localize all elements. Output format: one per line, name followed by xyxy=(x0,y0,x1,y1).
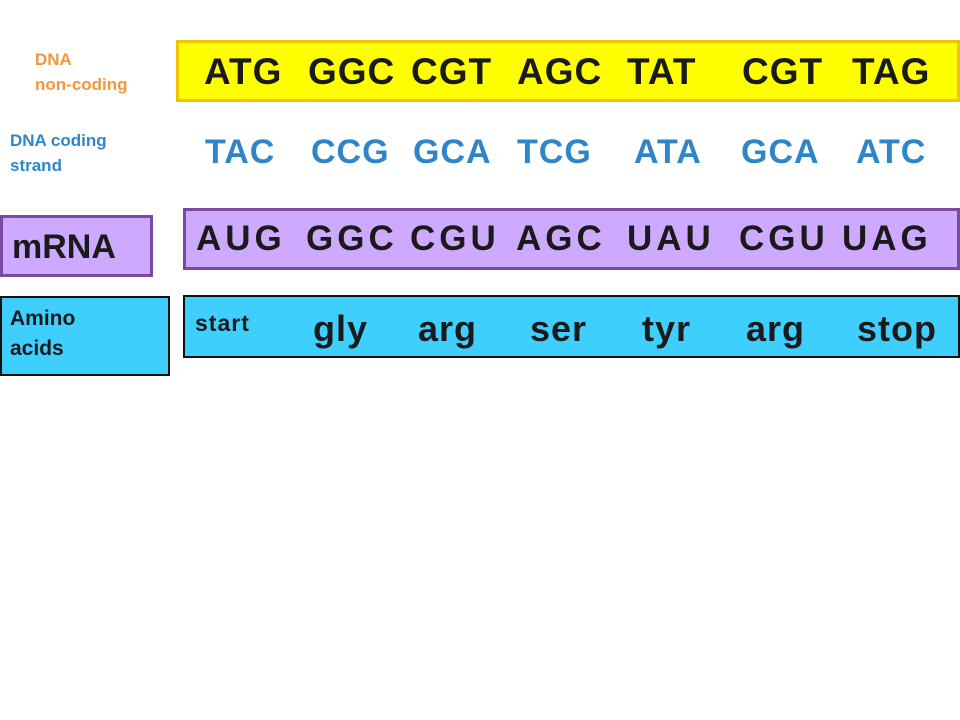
dna-noncoding-codon: TAT xyxy=(627,51,697,92)
amino-acids-label-line2: acids xyxy=(10,337,64,360)
dna-noncoding-label-line2: non-coding xyxy=(35,75,128,94)
amino-acid-start: start xyxy=(195,310,250,336)
dna-coding-label: DNA coding strand xyxy=(10,128,107,178)
dna-coding-codon: TCG xyxy=(517,133,592,171)
amino-acid: arg xyxy=(746,308,806,349)
dna-noncoding-codon: TAG xyxy=(852,51,931,92)
mrna-label-box xyxy=(0,215,153,277)
amino-acids-label-line1: Amino xyxy=(10,307,76,330)
dna-coding-label-line2: strand xyxy=(10,156,62,175)
amino-acid: gly xyxy=(313,308,369,349)
amino-acid: stop xyxy=(857,308,937,349)
dna-noncoding-codon: AGC xyxy=(517,51,603,92)
dna-noncoding-codon: CGT xyxy=(742,51,824,92)
dna-noncoding-codon: ATG xyxy=(204,51,283,92)
dna-coding-codon: TAC xyxy=(205,133,276,171)
dna-noncoding-strip xyxy=(176,40,960,102)
dna-noncoding-codon: CGT xyxy=(411,51,493,92)
amino-acid: tyr xyxy=(642,308,692,349)
amino-acids-strip xyxy=(183,295,960,358)
dna-coding-label-line1: DNA coding xyxy=(10,131,107,150)
dna-noncoding-label: DNA non-coding xyxy=(35,47,128,97)
amino-acids-label-box xyxy=(0,296,170,376)
mrna-codon: AGC xyxy=(516,219,606,258)
mrna-strip xyxy=(183,208,960,270)
dna-coding-codon: ATA xyxy=(634,133,702,171)
amino-acid: arg xyxy=(418,308,478,349)
dna-coding-codon: GCA xyxy=(413,133,492,171)
dna-coding-codon: GCA xyxy=(741,133,820,171)
mrna-codon: CGU xyxy=(410,219,500,258)
mrna-codon: AUG xyxy=(196,219,286,258)
dna-noncoding-codon: GGC xyxy=(308,51,396,92)
amino-acid: ser xyxy=(530,308,588,349)
dna-coding-codon: CCG xyxy=(311,133,390,171)
dna-coding-codon: ATC xyxy=(856,133,927,171)
mrna-codon: UAU xyxy=(627,219,715,258)
mrna-codon: UAG xyxy=(842,219,932,258)
mrna-codon: CGU xyxy=(739,219,829,258)
dna-noncoding-label-line1: DNA xyxy=(35,50,72,69)
amino-acids-label: Amino acids xyxy=(10,304,75,364)
mrna-label: mRNA xyxy=(12,228,116,266)
mrna-codon: GGC xyxy=(306,219,398,258)
